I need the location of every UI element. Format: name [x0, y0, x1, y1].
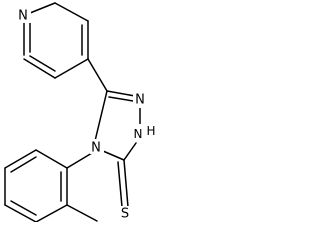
bond-pyridine-triazole — [87, 58, 108, 92]
bond-tz-n4-c5 — [94, 90, 108, 142]
bond-c-s-inner — [117, 161, 123, 208]
atom-label-triazole-n4: N — [90, 139, 104, 156]
bond-py-c5-c6 — [23, 58, 56, 79]
bond-tol-c3-c4 — [4, 204, 37, 222]
bond-tz-n2-c3 — [123, 142, 137, 161]
triazole-nh-n-text: N — [134, 127, 143, 141]
triazole-n1-text: N — [135, 93, 145, 108]
triazole-n4-text: N — [91, 141, 101, 156]
thione-double-bond — [117, 159, 129, 208]
atom-label-triazole-nh: N H — [133, 124, 163, 142]
bond-tol-c5-c6 — [4, 149, 37, 169]
bond-tol-c6-c1 — [35, 149, 68, 169]
atom-label-triazole-n1: N — [133, 93, 147, 108]
atom-label-pyridine-n: N — [17, 9, 31, 24]
triazole-ring — [94, 90, 141, 161]
bond-methyl — [66, 204, 98, 222]
bond-tol-c2-c3 — [35, 204, 68, 222]
bond-py-c4-c5 — [54, 58, 89, 79]
thione-s-text: S — [121, 207, 129, 222]
bond-py-c2-c3 — [54, 2, 89, 22]
bond-tol-c5-c6-inner — [10, 156, 37, 173]
bond-py-c5-c6-inner — [29, 55, 56, 72]
tolyl-ring — [4, 149, 68, 222]
pyridine-ring — [23, 2, 89, 79]
pyridine-n-text: N — [18, 9, 28, 24]
triazole-nh-h-text: H — [146, 124, 155, 138]
bond-c-s-outer — [123, 159, 129, 208]
bond-tz-c3-n4 — [102, 150, 125, 161]
bond-tol-c3-c4-inner — [10, 200, 37, 216]
atom-label-thione-s: S — [118, 206, 132, 222]
bond-tz-c5-n1-inner — [108, 96, 134, 102]
bond-triazole-tolyl — [66, 152, 93, 169]
chemical-structure-diagram: N N N H N S — [4, 2, 163, 222]
bond-tz-c5-n1 — [106, 90, 136, 97]
